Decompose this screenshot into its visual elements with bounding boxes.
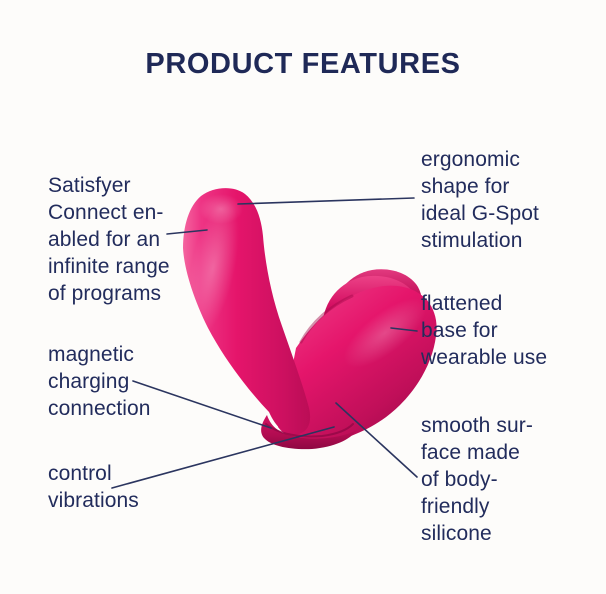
callout-line-smooth-surface xyxy=(335,402,418,478)
callout-line-magnetic-charging xyxy=(132,380,272,429)
feature-label-ergonomic-shape: ergonomic shape for ideal G-Spot stimula… xyxy=(421,148,539,252)
product-arm-highlight xyxy=(187,199,239,337)
product-junction-crease xyxy=(299,294,354,344)
feature-label-control-vibrations: control vibrations xyxy=(48,462,139,512)
callout-line-satisfyer-connect xyxy=(166,229,208,235)
callout-line-ergonomic-shape xyxy=(237,197,415,205)
feature-label-smooth-surface: smooth sur- face made of body- friendly … xyxy=(421,414,533,545)
product-base-highlight xyxy=(343,298,427,368)
page-title: PRODUCT FEATURES xyxy=(145,48,461,80)
product-rim-crease xyxy=(265,423,354,438)
product-tip-highlight xyxy=(199,194,243,224)
feature-label-magnetic-charging: magnetic charging connection xyxy=(48,343,151,420)
callout-line-flattened-base xyxy=(390,327,418,332)
feature-label-flattened-base: flattened base for wearable use xyxy=(421,292,548,369)
feature-label-satisfyer-connect: Satisfyer Connect en- abled for an infin… xyxy=(48,174,170,305)
callout-line-control-vibrations xyxy=(111,426,335,489)
